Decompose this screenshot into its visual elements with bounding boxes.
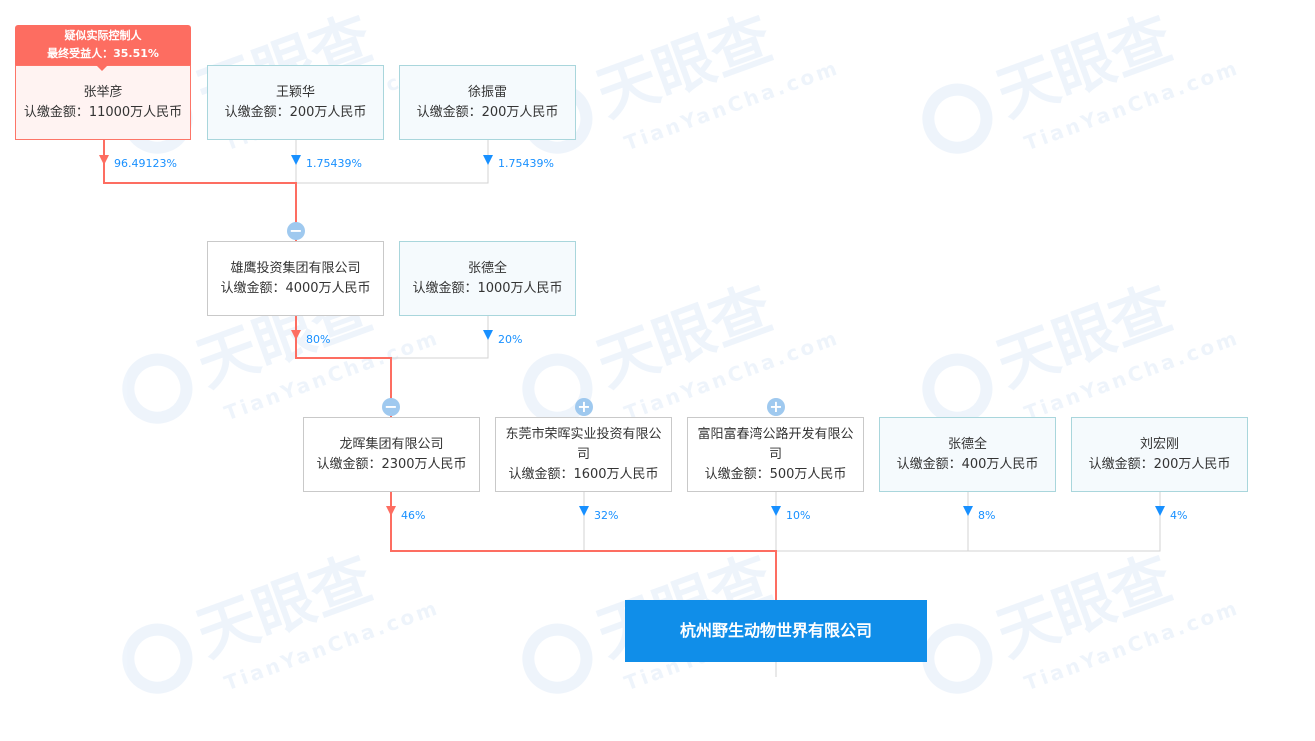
- percent-liu-honggang: 4%: [1170, 509, 1188, 522]
- percent-zhang-juyan: 96.49123%: [114, 157, 177, 170]
- shareholder-name: 张德全: [467, 260, 507, 276]
- expand-icon[interactable]: +: [767, 398, 785, 416]
- ultimate-beneficiary-label: 最终受益人：35.51%: [47, 47, 159, 60]
- shareholder-name: 张德全: [947, 436, 987, 452]
- percent-zhang-dequan-2: 8%: [978, 509, 996, 522]
- percent-xu-zhenlei: 1.75439%: [498, 157, 554, 170]
- shareholder-name: 东莞市荣晖实业投资有限公司: [505, 426, 662, 462]
- arrow-down-icon: [483, 330, 493, 340]
- collapse-icon[interactable]: −: [287, 222, 305, 240]
- percent-ronghui: 32%: [594, 509, 619, 522]
- shareholder-xu-zhenlei[interactable]: 徐振雷 认缴金额：200万人民币: [399, 65, 576, 140]
- subscribed-amount: 认缴金额：1600万人民币: [508, 466, 659, 482]
- actual-controller-label: 疑似实际控制人: [64, 29, 142, 42]
- arrow-down-icon: [291, 155, 301, 165]
- shareholder-zhang-dequan-2[interactable]: 张德全 认缴金额：400万人民币: [879, 417, 1056, 492]
- arrow-down-icon: [483, 155, 493, 165]
- shareholder-xiongying[interactable]: 雄鹰投资集团有限公司 认缴金额：4000万人民币: [207, 241, 384, 316]
- shareholder-liu-honggang[interactable]: 刘宏刚 认缴金额：200万人民币: [1071, 417, 1248, 492]
- arrow-down-icon: [99, 155, 109, 165]
- actual-controller-tag: 疑似实际控制人 最终受益人：35.51%: [15, 25, 191, 65]
- controller-path-3: [390, 492, 777, 600]
- shareholder-zhang-dequan-1[interactable]: 张德全 认缴金额：1000万人民币: [399, 241, 576, 316]
- shareholder-ronghui[interactable]: 东莞市荣晖实业投资有限公司 认缴金额：1600万人民币: [495, 417, 672, 492]
- connector-lines: [103, 140, 1161, 677]
- percent-wang-yinghua: 1.75439%: [306, 157, 362, 170]
- collapse-icon[interactable]: −: [382, 398, 400, 416]
- shareholder-zhang-juyan[interactable]: 张举彦 认缴金额：11000万人民币: [15, 65, 191, 140]
- shareholder-wang-yinghua[interactable]: 王颖华 认缴金额：200万人民币: [207, 65, 384, 140]
- target-company[interactable]: 杭州野生动物世界有限公司: [625, 600, 927, 662]
- shareholder-fuchun[interactable]: 富阳富春湾公路开发有限公司 认缴金额：500万人民币: [687, 417, 864, 492]
- percent-longhui: 46%: [401, 509, 426, 522]
- shareholder-name: 龙晖集团有限公司: [339, 436, 444, 452]
- subscribed-amount: 认缴金额：1000万人民币: [412, 280, 563, 296]
- subscribed-amount: 认缴金额：4000万人民币: [220, 280, 371, 296]
- arrow-down-icon: [771, 506, 781, 516]
- connector-xu-zhenlei: [391, 140, 489, 184]
- subscribed-amount: 认缴金额：11000万人民币: [23, 104, 183, 120]
- subscribed-amount: 认缴金额：200万人民币: [1088, 456, 1231, 472]
- arrow-down-icon: [963, 506, 973, 516]
- subscribed-amount: 认缴金额：2300万人民币: [316, 456, 467, 472]
- percent-xiongying: 80%: [306, 333, 331, 346]
- percent-zhang-dequan-1: 20%: [498, 333, 523, 346]
- shareholder-longhui[interactable]: 龙晖集团有限公司 认缴金额：2300万人民币: [303, 417, 480, 492]
- connector-zhang-dequan-1: [391, 316, 489, 359]
- shareholder-name: 雄鹰投资集团有限公司: [230, 260, 361, 276]
- tag-notch: [96, 65, 108, 71]
- connector-liu-honggang: [968, 492, 1161, 552]
- subscribed-amount: 认缴金额：400万人民币: [896, 456, 1039, 472]
- shareholder-name: 张举彦: [83, 84, 123, 100]
- subscribed-amount: 认缴金额：500万人民币: [704, 466, 847, 482]
- controller-path-2: [295, 316, 392, 417]
- arrow-down-icon: [291, 330, 301, 340]
- shareholder-name: 富阳富春湾公路开发有限公司: [697, 426, 854, 462]
- controller-path-1: [103, 140, 297, 241]
- shareholder-name: 刘宏刚: [1139, 436, 1179, 452]
- arrow-down-icon: [386, 506, 396, 516]
- percent-fuchun: 10%: [786, 509, 811, 522]
- subscribed-amount: 认缴金额：200万人民币: [416, 104, 559, 120]
- arrow-down-icon: [579, 506, 589, 516]
- shareholder-name: 徐振雷: [467, 84, 507, 100]
- shareholder-name: 王颖华: [275, 84, 315, 100]
- arrow-down-icon: [1155, 506, 1165, 516]
- target-company-name: 杭州野生动物世界有限公司: [679, 621, 872, 640]
- subscribed-amount: 认缴金额：200万人民币: [224, 104, 367, 120]
- expand-icon[interactable]: +: [575, 398, 593, 416]
